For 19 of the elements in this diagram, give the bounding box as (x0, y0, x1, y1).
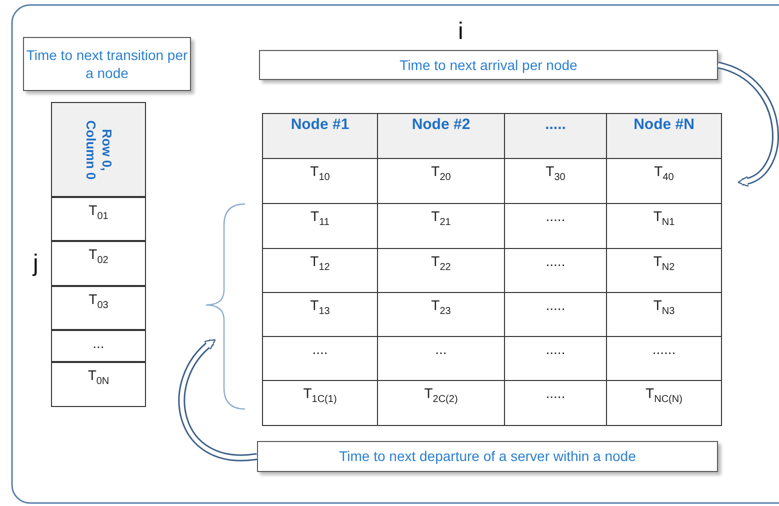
text-box: Time to next arrival per node (259, 50, 718, 80)
curved-arrow (716, 62, 779, 186)
header-cell: ..... (504, 113, 607, 159)
table-cell: T$_{03}$ (51, 286, 146, 330)
table-cell: T$_{0N}$ (51, 362, 146, 407)
header-cell: Node #N (606, 113, 722, 159)
header-cell: Node #1 (262, 113, 378, 159)
header-cell: Node #2 (377, 113, 505, 159)
table-cell: T$_{02}$ (51, 241, 146, 286)
table-cell: T$_{01}$ (51, 197, 146, 241)
table-cell: T$_{NC(N)}$ (606, 380, 722, 426)
index-letter: j (33, 250, 40, 279)
curved-arrow (178, 338, 258, 462)
header-cell: Row 0, Column 0 (51, 102, 146, 197)
text-box: Time to next transition per a node (23, 37, 191, 91)
index-letter: i (458, 18, 464, 47)
text-box: Time to next departure of a server within a node (257, 441, 718, 472)
table-cell: ... (51, 330, 146, 362)
table-cell: T$_{1C(1)}$ (262, 380, 378, 426)
